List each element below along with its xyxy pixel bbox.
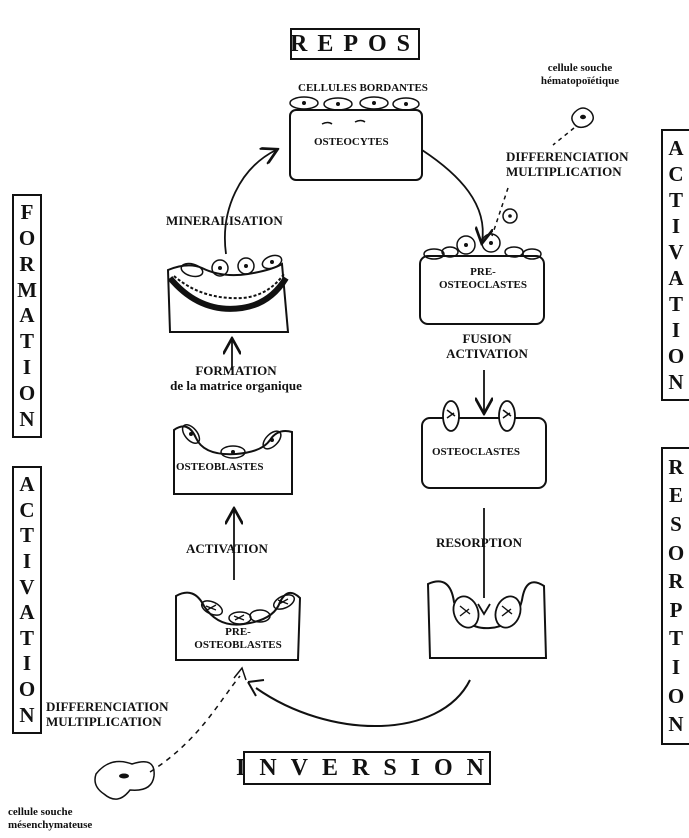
differenciation-left-label: DIFFERENCIATION MULTIPLICATION — [46, 699, 169, 730]
cellule-souche-mes-label: cellule souche mésenchymateuse — [8, 806, 92, 831]
mesenchymal-stem-cell — [94, 760, 155, 800]
pre-osteoblasts-block — [175, 591, 302, 661]
fusion-line1: FUSION — [462, 331, 512, 346]
differenciation-right-line2: MULTIPLICATION — [506, 163, 622, 179]
fusion-activation-label: FUSION ACTIVATION — [432, 331, 542, 362]
osteoblasts-block — [173, 423, 293, 495]
cellules-bordantes-label: CELLULES BORDANTES — [298, 82, 428, 94]
osteoblastes-label: OSTEOBLASTES — [176, 461, 264, 473]
differenciation-right-line1: DIFFERENCIATION — [506, 149, 629, 164]
hematopoietic-stem-cell — [571, 107, 594, 129]
formation-step-label: FORMATION de la matrice organique — [148, 363, 324, 394]
cellule-souche-mes-line2: mésenchymateuse — [8, 818, 93, 831]
formation-step-line1: FORMATION — [195, 363, 277, 378]
pre-osteoclastes-line1: PRE- — [470, 266, 496, 278]
resorption-step-label: RESORPTION — [436, 535, 522, 550]
resorption-block — [426, 580, 548, 659]
bordering-cells — [289, 96, 420, 111]
pre-osteoblastes-line2: OSTEOBLASTES — [194, 638, 282, 651]
differenciation-left-line1: DIFFERENCIATION — [46, 699, 169, 714]
pre-osteoblastes-line1: PRE- — [225, 626, 251, 638]
inversion-phase-box: INVERSION — [236, 751, 491, 785]
cellule-souche-mes-line1: cellule souche — [8, 806, 73, 818]
formation-step-line2: de la matrice organique — [170, 377, 302, 393]
differenciation-left-line2: MULTIPLICATION — [46, 713, 162, 729]
activation-step-label: ACTIVATION — [186, 541, 268, 556]
fusion-line2: ACTIVATION — [446, 345, 528, 361]
differenciation-right-label: DIFFERENCIATION MULTIPLICATION — [506, 149, 629, 180]
osteocytes-block — [289, 96, 423, 181]
repos-phase-label: REPOS — [290, 31, 421, 57]
pre-osteoclastes-line2: OSTEOCLASTES — [438, 278, 528, 291]
pre-osteoblastes-label: PRE- OSTEOBLASTES — [180, 626, 296, 651]
repos-phase-box: REPOS — [290, 28, 420, 60]
osteocytes-label: OSTEOCYTES — [314, 136, 389, 148]
cellule-souche-hema-label: cellule souche hématopoïétique — [520, 62, 640, 87]
cellule-souche-hema-line2: hématopoïétique — [540, 74, 620, 87]
pre-osteoclasts-block — [419, 233, 545, 325]
osteoclasts-block — [421, 400, 547, 489]
osteoclastes-label: OSTEOCLASTES — [432, 446, 521, 458]
pre-osteoclastes-label: PRE- OSTEOCLASTES — [428, 266, 538, 291]
mineralisation-block — [166, 254, 290, 333]
cellule-souche-hema-line1: cellule souche — [547, 62, 613, 74]
inversion-phase-label: INVERSION — [235, 755, 499, 781]
mineralisation-label: MINERALISATION — [166, 213, 283, 228]
